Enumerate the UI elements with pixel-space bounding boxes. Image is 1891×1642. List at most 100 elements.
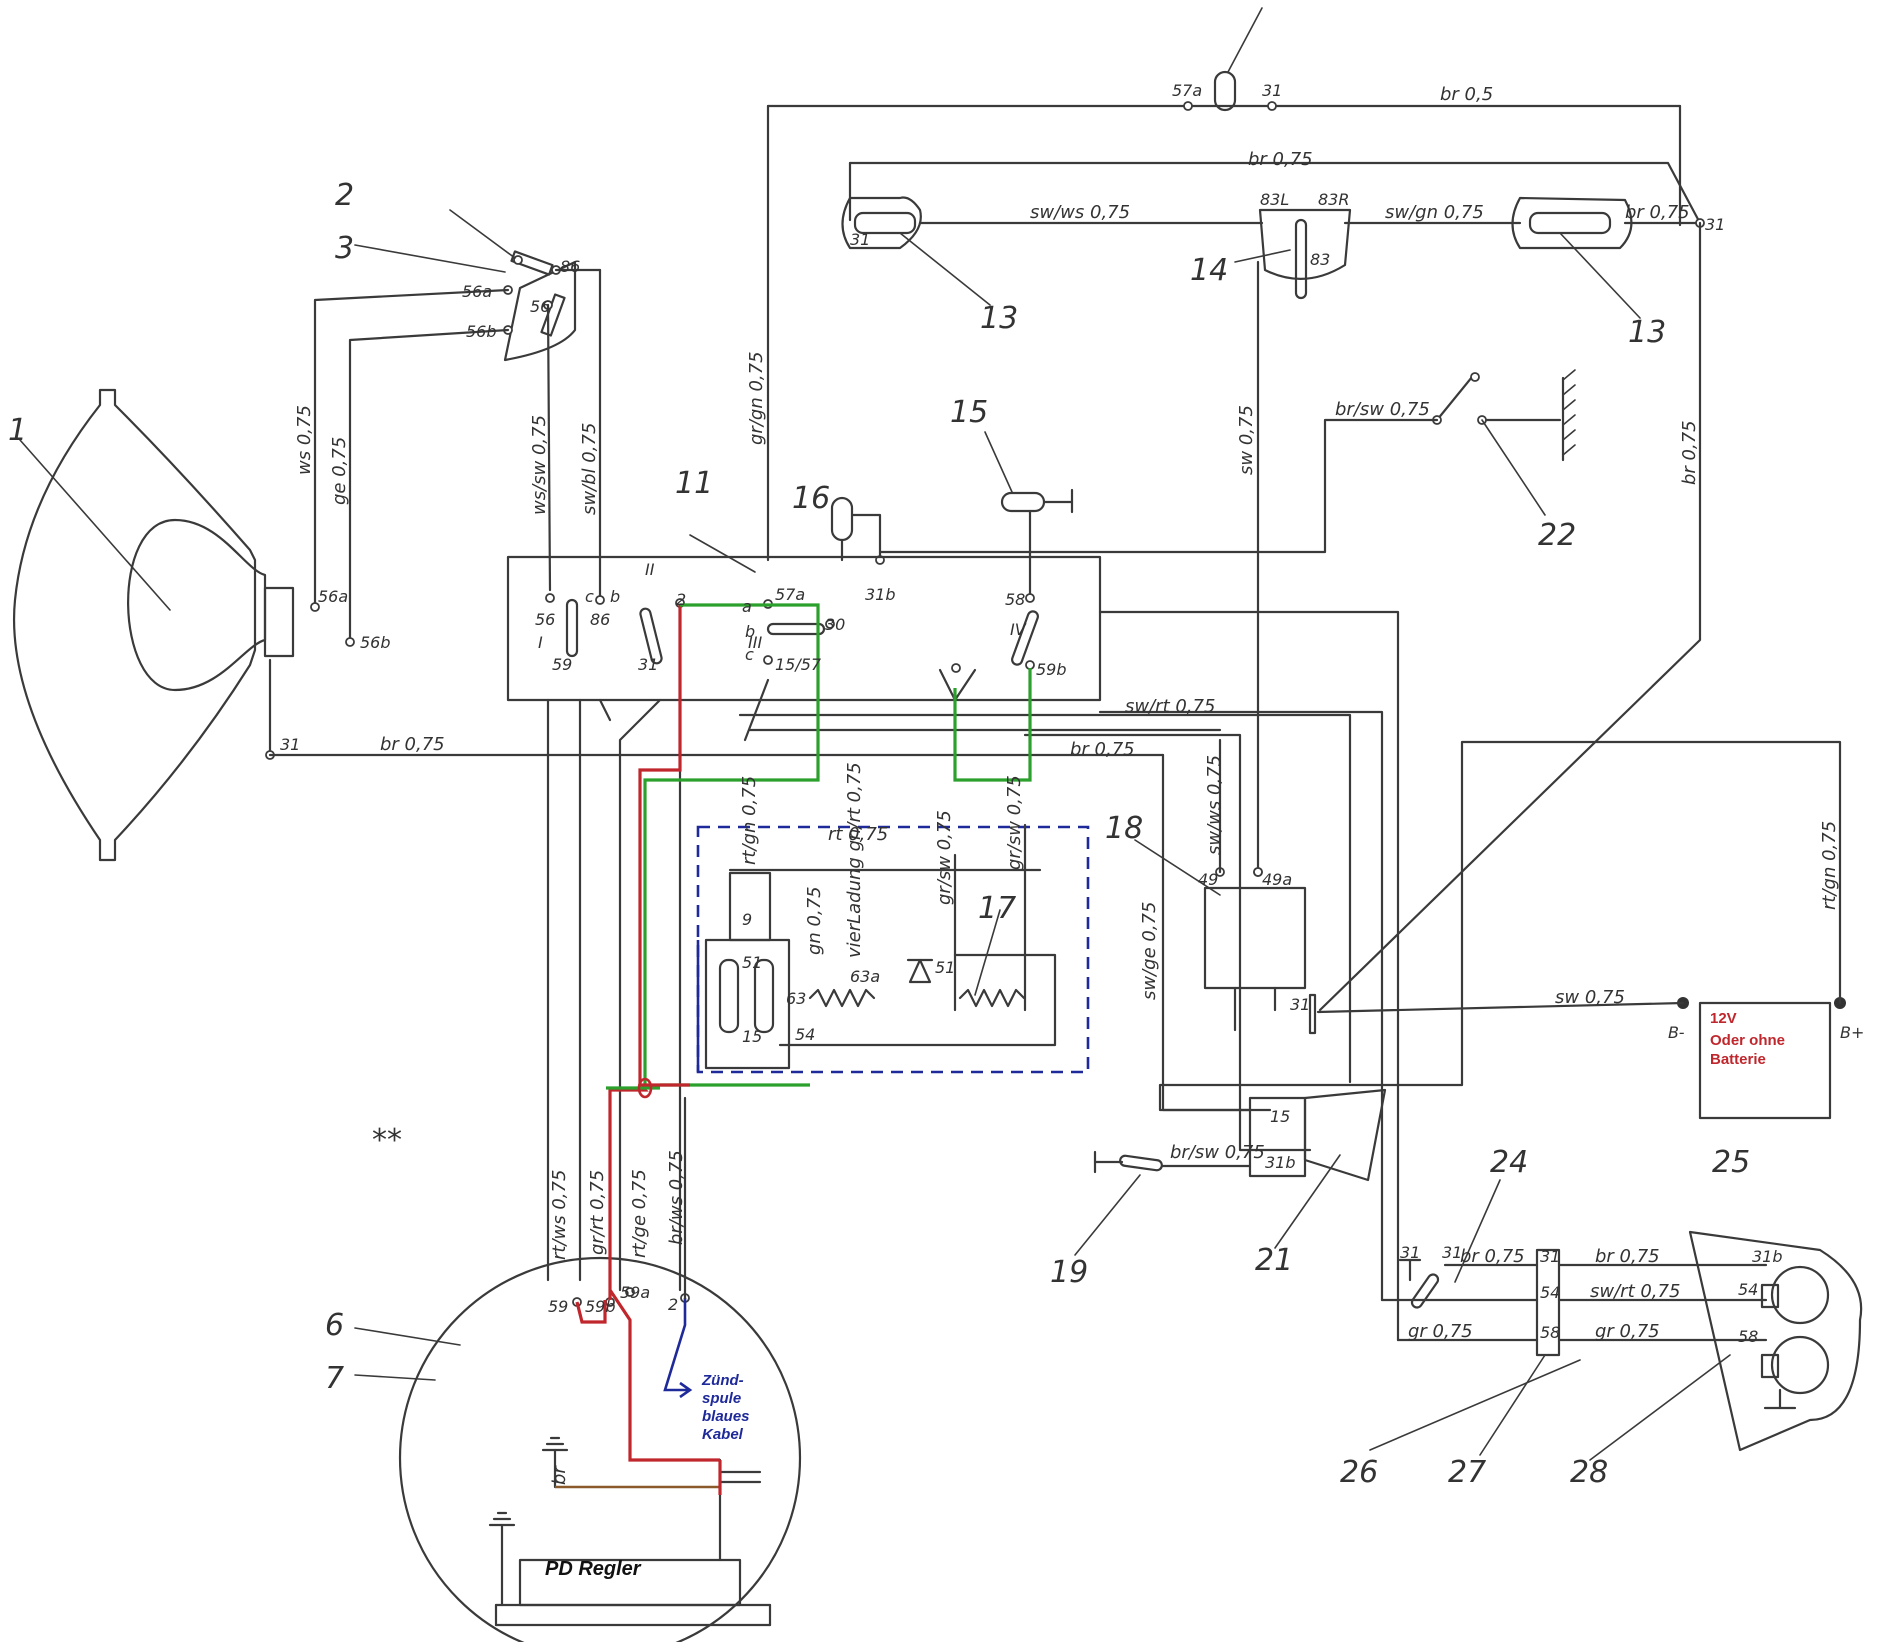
term-56-sw: 56 [530,297,550,316]
wire-swgn: sw/gn 0,75 [1385,202,1484,223]
wire-rtgn-r: rt/gn 0,75 [1819,821,1840,910]
term-63-17: 63 [786,989,806,1008]
term-58-28: 58 [1738,1327,1758,1346]
wire-ws: ws 0,75 [294,405,315,475]
part-28-label: 28 [1570,1455,1608,1490]
term-31-24b: 31 [1442,1243,1462,1262]
part-16-label: 16 [792,481,830,516]
battery-note-2: Oder ohne [1710,1032,1785,1049]
lamp-15 [984,431,1074,600]
term-bminus: B- [1668,1023,1685,1042]
indicator-lamp-16 [830,496,885,565]
term-57a-top: 57a [1172,81,1202,100]
term-54-27: 54 [1540,1283,1560,1302]
wire-br-31: br 0,75 [380,734,445,755]
parking-light-top [766,7,1682,562]
battery-note-3: Batterie [1710,1051,1766,1068]
part-25-label: 25 [1712,1145,1750,1180]
wire-br075-top: br 0,75 [1248,149,1313,170]
wire-gr-28: gr 0,75 [1595,1321,1660,1342]
wire-ge: ge 0,75 [329,437,350,505]
term-58-27: 58 [1540,1323,1560,1342]
wire-brsw-19: br/sw 0,75 [1170,1142,1265,1163]
term-9-17: 9 [742,910,752,929]
wire-swws: sw/ws 0,75 [1030,202,1130,223]
rear-lamp-28 [1589,1230,1863,1461]
wire-rt-17: rt 0,75 [828,824,888,845]
wire-grsw2-17: gr/sw 0,75 [1004,775,1025,870]
term-83L: 83L [1260,190,1289,209]
term-56a-sw: 56a [462,282,492,301]
term-56-11: 56 [535,610,555,629]
wire-brsw-22: br/sw 0,75 [1335,399,1430,420]
term-31-top: 31 [1262,81,1282,100]
wire-br075-r13: br 0,75 [1625,202,1690,223]
term-b: b [745,622,755,641]
term-59-gen: 59 [548,1297,568,1316]
horn-21 [1248,1088,1387,1249]
term-1557-11: 15/57 [775,655,822,674]
term-83: 83 [1310,250,1330,269]
term-31b-28: 31b [1752,1247,1783,1266]
ignition-switch-11 [506,534,1102,702]
term-63a-17: 63a [850,967,880,986]
wire-br05: br 0,5 [1440,84,1493,105]
regulator-label: PD Regler [545,1558,642,1580]
term-54-17: 54 [795,1025,815,1044]
wire-wssw: ws/sw 0,75 [529,415,550,515]
term-59a-gen: 59a [620,1283,650,1302]
part-26-label: 26 [1340,1455,1378,1490]
part-24-label: 24 [1490,1145,1528,1180]
wire-sw075-v: sw 0,75 [1236,405,1257,475]
term-83R: 83R [1318,190,1349,209]
part-27-label: 27 [1448,1455,1486,1490]
wire-grsw-17: gr/sw 0,75 [934,810,955,905]
regulator-17 [704,823,1057,1070]
term-31-r13: 31 [1705,215,1725,234]
turn-lamp-left [841,196,991,306]
part-11-label: 11 [675,466,713,501]
term-31-11: 31 [638,655,658,674]
wire-br-small: br [549,1465,570,1485]
term-15-21: 15 [1270,1107,1290,1126]
horn-button-19 [1074,1150,1252,1256]
term-59-11: 59 [552,655,572,674]
term-15-17: 15 [742,1027,762,1046]
term-2-gen: 2 [668,1295,678,1314]
part-1-label: 1 [8,413,27,448]
part-22-label: 22 [1538,518,1576,553]
wire-swws-18: sw/ws 0,75 [1204,755,1225,855]
wire-swge: sw/ge 0,75 [1139,902,1160,1000]
part-15-label: 15 [950,395,988,430]
part-19-label: 19 [1050,1255,1088,1290]
part-6-label: 6 [325,1308,344,1343]
wire-br-25: br 0,75 [1595,1246,1660,1267]
term-III: III [748,633,762,652]
term-b2: b [610,587,620,606]
term-31-18: 31 [1290,995,1310,1014]
term-31-27: 31 [1540,1247,1560,1266]
ignition-note-4: Kabel [702,1426,744,1443]
wire-swbl: sw/bl 0,75 [579,423,600,515]
turn-switch-14 [1234,208,1352,300]
part-2-label: 2 [335,178,354,213]
wire-brws: br/ws 0,75 [666,1150,687,1245]
term-51-17: 51 [742,953,762,972]
wire-gn-17: gn 0,75 [804,886,825,955]
ignition-note-2: spule [702,1390,741,1407]
wire-br-24: br 0,75 [1460,1246,1525,1267]
term-a: a [742,597,752,616]
turn-lamp-right [1511,196,1641,319]
term-2-11: 2 [676,590,686,609]
part-7-label: 7 [325,1361,344,1396]
headlight [13,388,295,862]
term-31b-11: 31b [865,585,896,604]
term-59b-11: 59b [1036,660,1067,679]
part-18-label: 18 [1105,811,1143,846]
term-31b-21: 31b [1265,1153,1296,1172]
term-49: 49 [1198,870,1218,889]
ignition-note-1: Zünd- [701,1372,744,1389]
part-13a-label: 13 [980,301,1018,336]
wire-rtws: rt/ws 0,75 [549,1170,570,1260]
